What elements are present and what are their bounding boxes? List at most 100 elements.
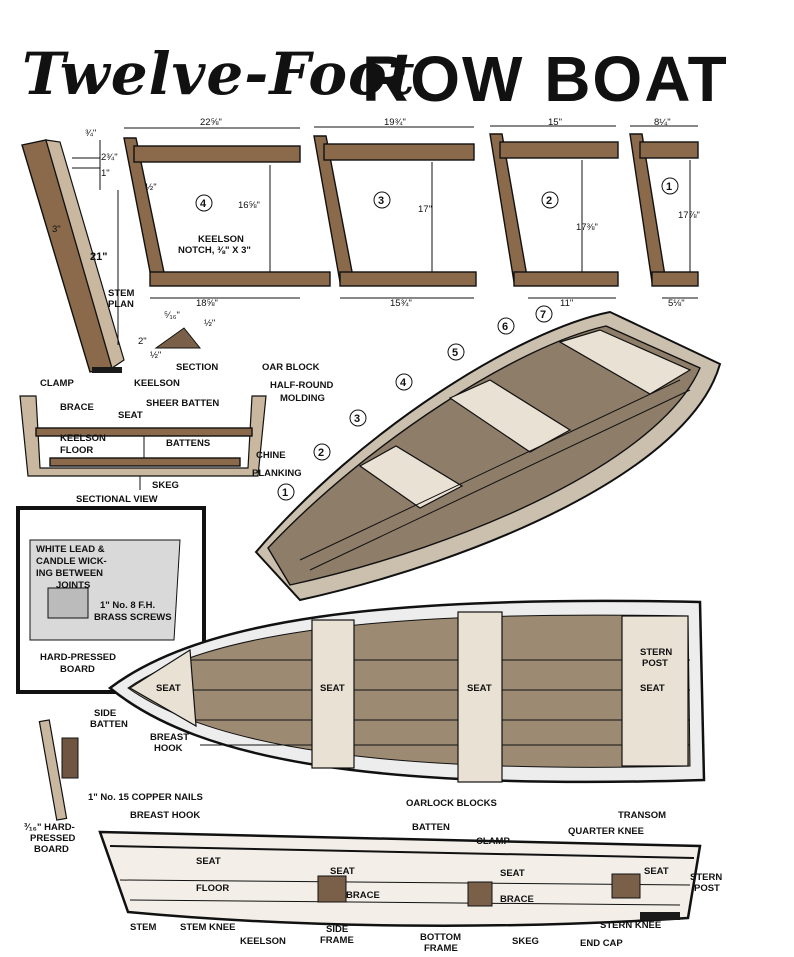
el-seat-3: SEAT — [500, 868, 525, 879]
frame-3-height-dim: 17" — [418, 204, 432, 215]
plan-seat-3: SEAT — [467, 683, 492, 694]
frame-1: 1 8¼" 5⅛" 17⅞" — [629, 117, 700, 309]
title-script: Twelve-Foot — [22, 40, 416, 108]
el-batten: BATTEN — [412, 822, 450, 833]
el-stern-knee: STERN KNEE — [600, 920, 661, 931]
frame-4-top-dim: 22⅝" — [200, 117, 222, 128]
frame-1-top-dim: 8¼" — [654, 117, 671, 128]
sv-brace: BRACE — [60, 402, 94, 413]
el-end-cap: END CAP — [580, 938, 623, 949]
side-elevation: BREAST HOOK OARLOCK BLOCKS TRANSOM BATTE… — [98, 798, 722, 954]
frame-4-height-dim: 16⅝" — [238, 200, 260, 211]
frame-2: 2 15" 11" 17⅜" — [489, 117, 619, 309]
frame-3-top-dim: 19¾" — [384, 117, 406, 128]
el-stem: STEM — [130, 922, 156, 933]
el-clamp: CLAMP — [476, 836, 510, 847]
frame-2-height-dim: 17⅜" — [576, 222, 598, 233]
section-detail: ⁵⁄₁₆" ½" 2" ½" SECTION — [138, 310, 218, 373]
frame-1-bottom-dim: 5⅛" — [668, 298, 685, 309]
plan-seat-stern: SEAT — [640, 683, 665, 694]
stem-dim-top: ¾" — [85, 128, 96, 139]
plan-seat-bow: SEAT — [156, 683, 181, 694]
frame-dim-1-5: 1½" — [140, 182, 157, 193]
el-seat-2: SEAT — [330, 866, 355, 877]
sv-oar-block: OAR BLOCK — [262, 362, 320, 373]
sv-floor: FLOOR — [60, 445, 93, 456]
sv-keelson: KEELSON — [60, 433, 106, 444]
el-skeg: SKEG — [512, 936, 539, 947]
el-brace-2: BRACE — [500, 894, 534, 905]
el-stem-knee: STEM KNEE — [180, 922, 235, 933]
perspective-number-5: 5 — [452, 347, 458, 359]
frame-2-number: 2 — [546, 195, 552, 207]
perspective-number-3: 3 — [354, 413, 360, 425]
el-quarter-knee: QUARTER KNEE — [568, 826, 644, 837]
frame-3-number: 3 — [378, 195, 384, 207]
sv-clamp: CLAMP — [40, 378, 74, 389]
el-breast-hook: BREAST HOOK — [130, 810, 200, 821]
frame-3: 3 19¾" 15¾" 17" — [313, 117, 477, 309]
inset-screws: 1" No. 8 F.H.BRASS SCREWS — [94, 600, 172, 623]
perspective-number-4: 4 — [400, 377, 407, 389]
frame-3-bottom-dim: 15¾" — [390, 298, 412, 309]
el-seat-1: SEAT — [196, 856, 221, 867]
perspective-number-2: 2 — [318, 447, 324, 459]
stem-dim-side: 3" — [52, 224, 61, 235]
sv-skeg: SKEG — [152, 480, 179, 491]
title-block: ROW BOAT — [362, 43, 729, 115]
frame-2-top-dim: 15" — [548, 117, 562, 128]
perspective-view: 1 2 3 4 5 6 7 — [254, 305, 722, 602]
sv-seat: SEAT — [118, 410, 143, 421]
perspective-number-1: 1 — [282, 487, 288, 499]
el-transom: TRANSOM — [618, 810, 666, 821]
sv-keelson-top: KEELSON — [134, 378, 180, 389]
sv-chine: CHINE — [256, 450, 286, 461]
section-dim-2: ½" — [204, 318, 215, 329]
sv-title: SECTIONAL VIEW — [76, 494, 158, 505]
plan-seat-2: SEAT — [320, 683, 345, 694]
frame-2-bottom-dim: 11" — [560, 298, 573, 309]
section-label: SECTION — [176, 362, 218, 373]
el-keelson: KEELSON — [240, 936, 286, 947]
sv-planking: PLANKING — [252, 468, 302, 479]
el-brace-1: BRACE — [346, 890, 380, 901]
section-dim-3: 2" — [138, 336, 147, 347]
stem-dim-2: 2¾" — [101, 152, 118, 163]
section-dim-4: ½" — [150, 350, 161, 361]
copper-nails-label: 1" No. 15 COPPER NAILS — [88, 792, 203, 803]
perspective-number-7: 7 — [540, 309, 546, 321]
sv-sheer-batten: SHEER BATTEN — [146, 398, 219, 409]
perspective-number-6: 6 — [502, 321, 508, 333]
frame-4-number: 4 — [200, 198, 207, 210]
frame-4-bottom-dim: 18⅝" — [196, 298, 218, 309]
section-dim-1: ⁵⁄₁₆" — [164, 310, 180, 321]
sv-battens: BATTENS — [166, 438, 210, 449]
perspective-frame-numbers: 1 2 3 4 5 6 7 — [277, 305, 553, 501]
el-floor: FLOOR — [196, 883, 229, 894]
stem-dim-3: 1" — [101, 168, 110, 179]
frame-1-height-dim: 17⅞" — [678, 210, 700, 221]
frame-1-number: 1 — [666, 181, 672, 193]
el-oarlock-blocks: OARLOCK BLOCKS — [406, 798, 497, 809]
stem-dim-length: 21" — [90, 251, 107, 263]
el-seat-4: SEAT — [644, 866, 669, 877]
